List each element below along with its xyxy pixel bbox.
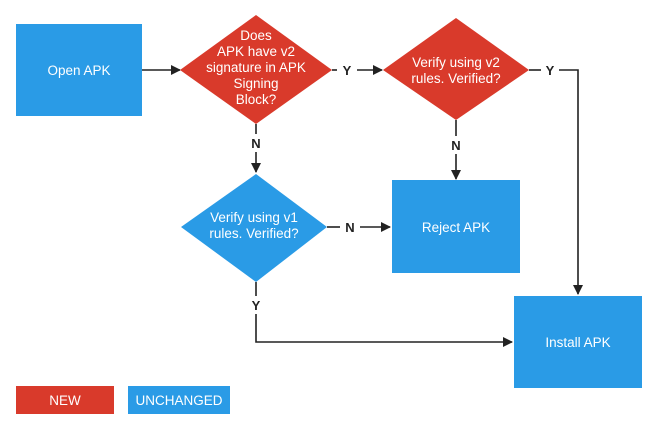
verify-v1-line-2: rules. Verified? [209, 226, 298, 241]
verify-v2-diamond [383, 18, 529, 120]
install-apk-box [514, 296, 642, 388]
verify-v2-line-2: rules. Verified? [411, 71, 500, 86]
verify-v1-line-1: Verify using v1 [210, 210, 298, 225]
legend: NEW UNCHANGED [16, 386, 230, 414]
edge-label-verifyv2-no: N [451, 138, 460, 153]
v2-check-line-4: Signing [233, 76, 278, 91]
node-v2-signature-check: Does APK have v2 signature in APK Signin… [180, 15, 332, 124]
node-verify-v1: Verify using v1 rules. Verified? [181, 174, 327, 282]
v2-check-line-1: Does [240, 28, 272, 43]
v2-check-line-5: Block? [236, 92, 277, 107]
node-install-apk: Install APK [514, 296, 642, 388]
verify-v2-line-1: Verify using v2 [412, 55, 500, 70]
v2-check-line-3: signature in APK [206, 60, 306, 75]
edge-label-v2check-yes: Y [343, 63, 352, 78]
v2-check-line-2: APK have v2 [217, 44, 295, 59]
edge-label-verifyv1-yes: Y [252, 298, 261, 313]
node-verify-v2: Verify using v2 rules. Verified? [383, 18, 529, 120]
legend-unchanged-swatch [128, 386, 230, 414]
open-apk-label: Open APK [47, 63, 110, 78]
legend-unchanged-label: UNCHANGED [135, 393, 222, 408]
edge-label-verifyv2-yes: Y [546, 63, 555, 78]
verify-v1-diamond [181, 174, 327, 282]
edge-label-v2check-no: N [251, 136, 260, 151]
reject-apk-label: Reject APK [422, 220, 490, 235]
legend-new-swatch [16, 386, 114, 414]
open-apk-box [16, 24, 142, 116]
edge-label-verifyv1-no: N [345, 220, 354, 235]
edge-verifyv1-to-install-b [255, 314, 513, 347]
v2-signature-check-diamond [180, 15, 332, 124]
reject-apk-box [392, 180, 520, 273]
node-reject-apk: Reject APK [392, 180, 520, 273]
edge-verifyv2-to-install-b [559, 69, 583, 295]
install-apk-label: Install APK [545, 335, 610, 350]
legend-new-label: NEW [49, 393, 81, 408]
edges: Y N N Y N Y [142, 63, 583, 347]
node-open-apk: Open APK [16, 24, 142, 116]
